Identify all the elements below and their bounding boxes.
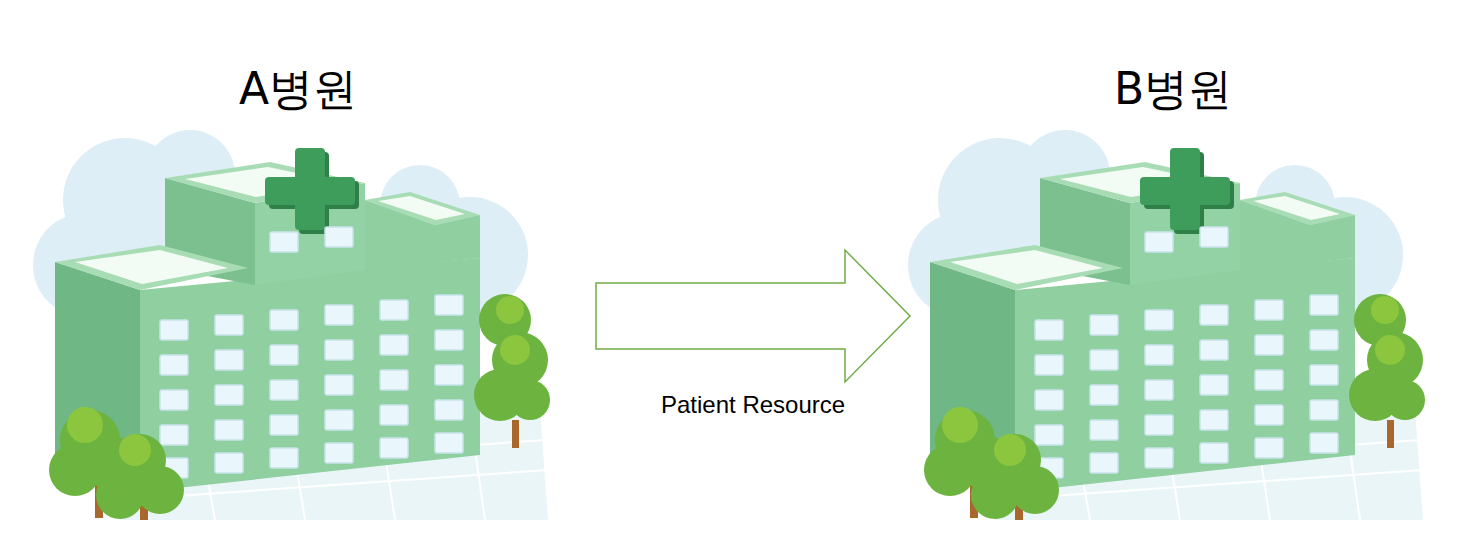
hospital-label: B병원 [900, 58, 1446, 115]
hospital-node: A병원 [25, 58, 571, 528]
edge-label: Patient Resource [657, 390, 849, 421]
hospital-node: B병원 [900, 58, 1446, 528]
block-arrow [596, 250, 910, 382]
hospital-label: A병원 [25, 58, 571, 115]
